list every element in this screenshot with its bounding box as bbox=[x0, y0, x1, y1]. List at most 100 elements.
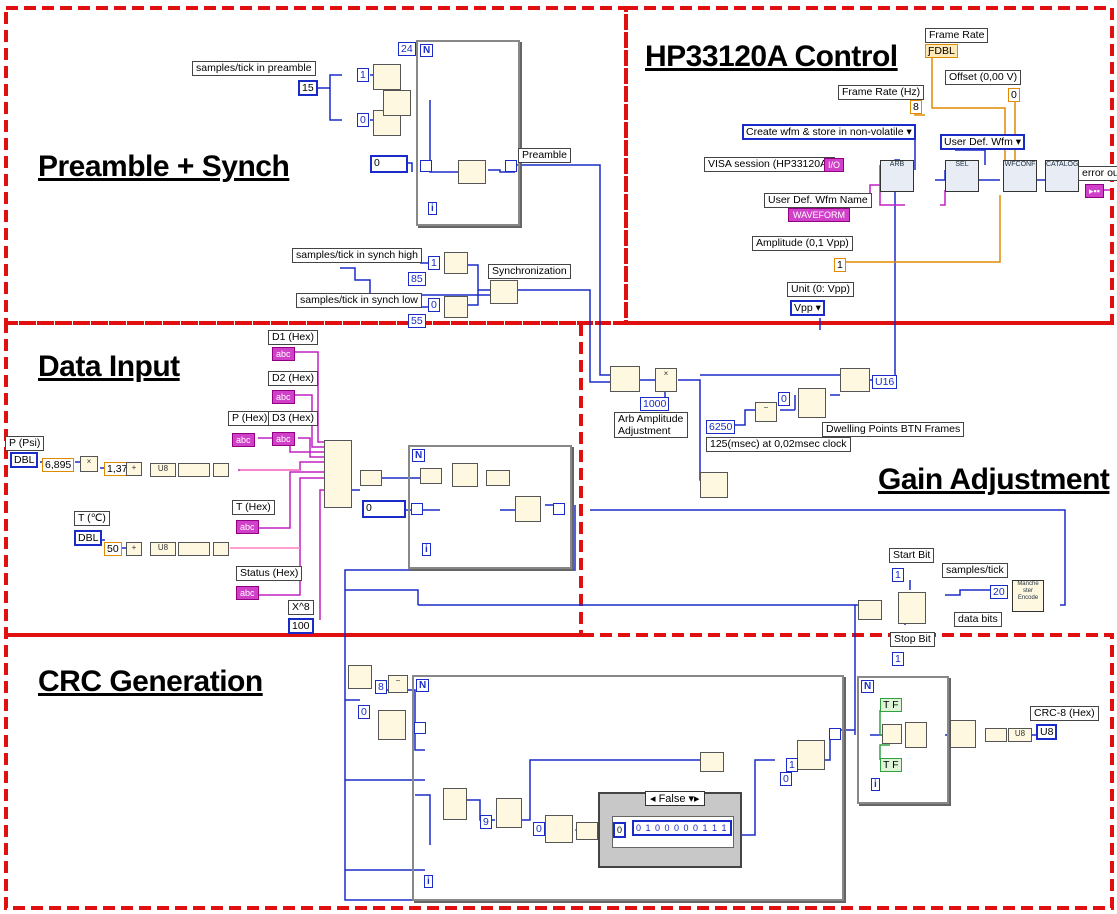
index-node[interactable] bbox=[420, 468, 442, 484]
const-zero: 0 bbox=[357, 113, 369, 127]
crc-xor-node[interactable] bbox=[700, 752, 724, 772]
status-hex-label: Status (Hex) bbox=[236, 566, 302, 581]
synch-const-1: 1 bbox=[428, 256, 440, 270]
gain-reshape-node[interactable] bbox=[840, 368, 870, 392]
crc-hex-indicator: U8 bbox=[1036, 724, 1057, 740]
crc-replace-const: 0 bbox=[780, 772, 792, 786]
samples-preamble-label: samples/tick in preamble bbox=[192, 61, 316, 76]
insert-array-node[interactable] bbox=[458, 160, 486, 184]
section-title-data-input: Data Input bbox=[38, 350, 180, 384]
bit-concat-node[interactable] bbox=[858, 600, 882, 620]
t-to-hex-node[interactable] bbox=[178, 542, 210, 556]
crc-init-node[interactable] bbox=[378, 710, 406, 740]
subtract-node[interactable]: − bbox=[755, 402, 777, 422]
synch-concat-node[interactable] bbox=[490, 280, 518, 304]
user-def-wfm-enum[interactable]: User Def. Wfm ▾ bbox=[940, 134, 1025, 150]
gain-concat-node[interactable] bbox=[610, 366, 640, 392]
t-convert-u8-node[interactable]: U8 bbox=[150, 542, 176, 556]
select-node[interactable] bbox=[905, 722, 927, 748]
crc-array-index: 0 bbox=[613, 822, 626, 838]
convert-u8-node[interactable]: U8 bbox=[150, 463, 176, 477]
d2-control[interactable]: abc bbox=[272, 390, 295, 404]
reverse-node[interactable] bbox=[486, 470, 510, 486]
unit-enum[interactable]: Vpp ▾ bbox=[790, 300, 825, 316]
const-1000: 1000 bbox=[640, 397, 669, 411]
crc-compare-node[interactable] bbox=[576, 822, 598, 840]
crc-u8-node[interactable]: U8 bbox=[1008, 728, 1032, 742]
synch-build-low[interactable] bbox=[444, 296, 468, 318]
samples-preamble-control[interactable]: 15 bbox=[298, 80, 318, 96]
data-bits-label: data bits bbox=[954, 612, 1002, 627]
p-psi-control[interactable]: DBL bbox=[10, 452, 38, 468]
shift-register-right bbox=[505, 160, 517, 172]
offset-const: 0 bbox=[1008, 88, 1020, 102]
crc-hex-label: CRC-8 (Hex) bbox=[1030, 706, 1099, 721]
sel-wfm-vi-node[interactable]: SEL bbox=[945, 160, 979, 192]
catalog-vi-node[interactable]: CATALOG bbox=[1045, 160, 1079, 192]
string-to-bytes-node[interactable] bbox=[360, 470, 382, 486]
x8-label: X^8 bbox=[288, 600, 314, 615]
d3-control[interactable]: abc bbox=[272, 432, 295, 446]
loop-count-terminal: N bbox=[420, 44, 433, 57]
crc-output-loop[interactable]: N i bbox=[857, 676, 949, 804]
wfm-name-control[interactable]: WAVEFORM bbox=[788, 208, 850, 222]
synch-low-label: samples/tick in synch low bbox=[296, 293, 422, 308]
visa-session-control[interactable]: I/O bbox=[824, 158, 844, 172]
dwelling-build-node[interactable] bbox=[798, 388, 826, 418]
array-init-const: 0 bbox=[370, 155, 408, 173]
case-selector[interactable]: ◂ False ▾▸ bbox=[645, 791, 705, 806]
create-wfm-enum[interactable]: Create wfm & store in non-volatile ▾ bbox=[742, 124, 916, 140]
array-size-node[interactable] bbox=[700, 472, 728, 498]
crc-to-u8-node[interactable] bbox=[985, 728, 1007, 742]
bool-to-number-node[interactable] bbox=[950, 720, 976, 748]
crc-loop-const: 9 bbox=[480, 815, 492, 829]
data-for-loop[interactable]: N i bbox=[408, 445, 572, 569]
t-string-format-node[interactable] bbox=[213, 542, 229, 556]
synch-build-high[interactable] bbox=[444, 252, 468, 274]
concat-node[interactable] bbox=[383, 90, 411, 116]
manchester-encode-subvi[interactable]: Manche ster Encode bbox=[1012, 580, 1044, 612]
add-node[interactable]: + bbox=[126, 462, 142, 476]
out-compare-node[interactable] bbox=[882, 724, 902, 744]
const-6250: 6250 bbox=[706, 420, 735, 434]
build-array-node[interactable] bbox=[373, 64, 401, 90]
crc-replace-node[interactable] bbox=[496, 798, 522, 828]
section-title-preamble: Preamble + Synch bbox=[38, 150, 289, 184]
x8-const: 100 bbox=[288, 618, 314, 634]
crc-array-size-node[interactable] bbox=[348, 665, 372, 689]
amplitude-const: 1 bbox=[834, 258, 846, 272]
arb-vi-node[interactable]: ARB bbox=[880, 160, 914, 192]
frame-rate-prop-node[interactable]: ƑDBL bbox=[925, 44, 958, 58]
gain-multiply-node[interactable]: × bbox=[655, 368, 677, 392]
synch-high-label: samples/tick in synch high bbox=[292, 248, 422, 263]
crc-loop-count: N bbox=[416, 679, 429, 692]
crc-shift-right bbox=[829, 728, 841, 740]
wf-conf-vi-node[interactable]: WFCONF bbox=[1003, 160, 1037, 192]
stop-bit-label: Stop Bit bbox=[890, 632, 935, 647]
t-add-node[interactable]: + bbox=[126, 542, 142, 556]
to-hex-node[interactable] bbox=[178, 463, 210, 477]
t-c-control[interactable]: DBL bbox=[74, 530, 102, 546]
d2-label: D2 (Hex) bbox=[268, 371, 318, 386]
samples-tick-const: 20 bbox=[990, 585, 1008, 599]
crc-replace-2-node[interactable] bbox=[797, 740, 825, 770]
number-to-bool-node[interactable] bbox=[452, 463, 478, 487]
section-title-crc: CRC Generation bbox=[38, 665, 263, 699]
string-format-node[interactable] bbox=[213, 463, 229, 477]
t-hex-label: T (Hex) bbox=[232, 500, 275, 515]
crc-subset-const: 0 bbox=[533, 822, 545, 836]
section-title-hp: HP33120A Control bbox=[645, 40, 898, 74]
d1-control[interactable]: abc bbox=[272, 347, 295, 361]
crc-const-0: 0 bbox=[358, 705, 370, 719]
preamble-for-loop[interactable]: N i bbox=[416, 40, 520, 226]
multiply-node[interactable]: × bbox=[80, 456, 98, 472]
crc-index-node[interactable] bbox=[443, 788, 467, 820]
true-const: T F bbox=[880, 698, 902, 712]
crc-subtract-node[interactable]: − bbox=[388, 675, 408, 693]
frame-build-node[interactable] bbox=[898, 592, 926, 624]
synch-tunnel-label: Synchronization bbox=[488, 264, 571, 279]
concat-strings-node[interactable] bbox=[324, 440, 352, 508]
status-hex-control[interactable]: abc bbox=[236, 586, 259, 600]
data-concat-node[interactable] bbox=[515, 496, 541, 522]
crc-subset-node[interactable] bbox=[545, 815, 573, 843]
